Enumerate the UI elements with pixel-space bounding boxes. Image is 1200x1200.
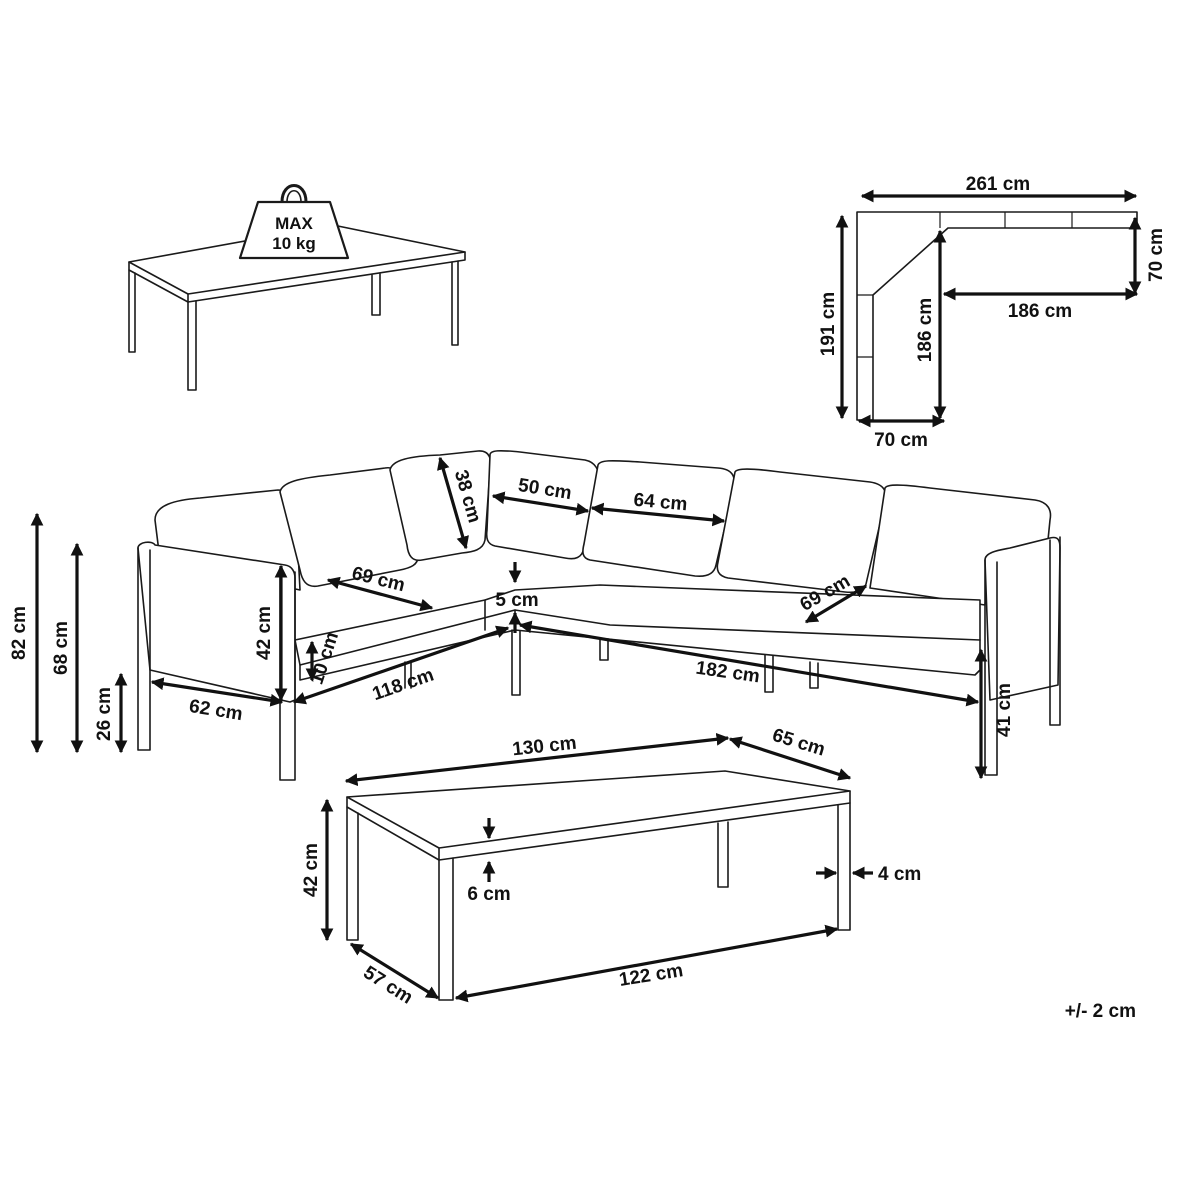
table-height-label: 42 cm xyxy=(301,843,322,897)
table-depth-arrow xyxy=(728,736,852,781)
sofa-right-length-label: 182 cm xyxy=(694,658,761,688)
coffee-table-dimensions: 130 cm 65 cm 42 cm 6 cm 4 cm 122 cm 57 c… xyxy=(301,725,921,1009)
table-inner-depth-arrow xyxy=(349,942,440,1000)
plan-total-depth-label: 191 cm xyxy=(818,292,839,356)
plan-total-width-label: 261 cm xyxy=(966,174,1030,195)
sofa-back-cushion-height-arrow xyxy=(437,456,469,550)
coffee-table-drawing xyxy=(346,770,851,1001)
weight-badge-line2: 10 kg xyxy=(272,234,315,253)
sofa-seat-depth-left-arrow xyxy=(326,576,434,612)
sofa-armrest-height-label: 42 cm xyxy=(254,606,275,660)
table-inner-length-arrow xyxy=(454,924,839,1003)
corner-sofa-drawing xyxy=(137,449,1061,781)
table-top-thickness-label: 6 cm xyxy=(467,884,510,905)
sofa-arm-width-label: 62 cm xyxy=(188,696,244,725)
sofa-height-seat-frame-label: 26 cm xyxy=(94,687,115,741)
plan-arm-depth-right-label: 70 cm xyxy=(1146,228,1167,282)
table-inner-depth-label: 57 cm xyxy=(360,962,417,1008)
tolerance-note: +/- 2 cm xyxy=(1065,1001,1136,1022)
plan-inner-width-label: 186 cm xyxy=(1008,301,1072,322)
sofa-left-length-arrow xyxy=(292,625,510,705)
sofa-arm-width-arrow xyxy=(150,677,284,707)
table-leg-width-label: 4 cm xyxy=(878,864,921,885)
sofa-back-cushion-width-large-arrow xyxy=(590,502,726,527)
sofa-right-length-arrow xyxy=(518,620,980,707)
table-weight-illustration: MAX 10 kg xyxy=(128,184,466,391)
sofa-leg-clearance-label: 5 cm xyxy=(495,590,538,611)
sofa-height-back-label: 68 cm xyxy=(51,621,72,675)
sofa-height-total-label: 82 cm xyxy=(9,606,30,660)
sofa-seat-depth-right-arrow xyxy=(804,584,868,624)
weight-badge-line1: MAX xyxy=(275,214,313,233)
sofa-right-height-label: 41 cm xyxy=(994,683,1015,737)
plan-arm-depth-bottom-label: 70 cm xyxy=(874,430,928,451)
sofa-back-cushion-width-small-arrow xyxy=(491,491,590,516)
plan-view: 261 cm 191 cm 70 cm 186 cm 186 cm 70 cm xyxy=(818,174,1167,451)
sofa-back-cushion-width-large-label: 64 cm xyxy=(633,490,689,516)
weight-badge: MAX 10 kg xyxy=(238,184,350,260)
table-length-arrow xyxy=(344,732,730,787)
table-inner-length-label: 122 cm xyxy=(618,960,685,991)
plan-inner-depth-label: 186 cm xyxy=(915,298,936,362)
sofa-left-length-label: 118 cm xyxy=(370,665,437,705)
